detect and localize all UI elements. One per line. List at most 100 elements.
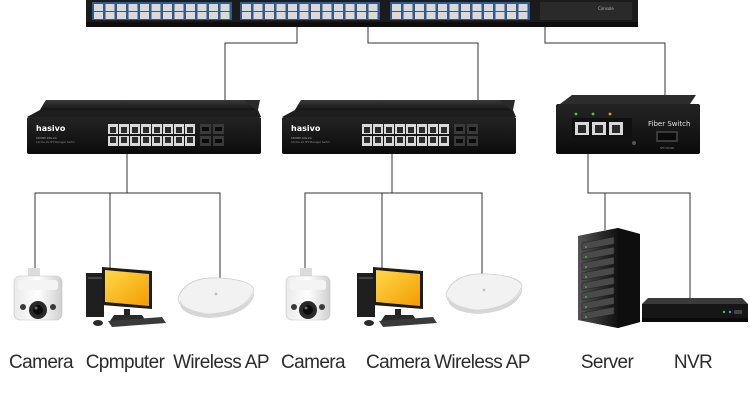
- rj45-port: [345, 4, 355, 11]
- switch-model: S3000P-16G-2G: [291, 136, 312, 140]
- rj45-port: [299, 4, 309, 11]
- rj45-port: [484, 4, 493, 11]
- rj45-port: [105, 12, 115, 19]
- device-label: NVR: [673, 352, 713, 373]
- rj45-port: [151, 12, 161, 19]
- rj45-port: [117, 4, 126, 11]
- rj45-port: [495, 12, 505, 19]
- core-port-bank-2: [240, 2, 380, 20]
- device-label: Camera: [281, 352, 346, 373]
- device-label: Wireless AP: [434, 352, 530, 373]
- rj45-port: [128, 12, 138, 19]
- switch-brand: hasivo: [36, 124, 66, 133]
- connection-lines: [34, 27, 691, 303]
- switch-subtitle: 16x1G+2G SFP Managed Switch: [291, 141, 330, 144]
- server-rack-icon: [578, 228, 640, 328]
- rj45-port: [311, 12, 320, 19]
- core-port-bank-1: [92, 2, 232, 20]
- rj45-port: [265, 4, 274, 11]
- rj45-port: [438, 12, 447, 19]
- rj45-port: [518, 12, 528, 19]
- access-switch-2: hasivo S3000P-16G-2G 16x1G+2G SFP Manage…: [282, 100, 516, 154]
- device-label: Camera: [366, 352, 431, 373]
- device-label: Cpmputer: [85, 352, 165, 373]
- rj45-port: [276, 4, 286, 11]
- rj45-port: [209, 12, 218, 19]
- rj45-port: [368, 12, 378, 19]
- rj45-port: [392, 12, 401, 19]
- rj45-port: [94, 12, 103, 19]
- rj45-port: [322, 4, 332, 11]
- rj45-port: [322, 12, 332, 19]
- rj45-port: [438, 4, 447, 11]
- rj45-port: [163, 12, 172, 19]
- fiber-media-converter: Fiber Switch SFP UPLINK: [556, 95, 700, 154]
- rj45-port: [368, 4, 378, 11]
- rj45-port: [345, 12, 355, 19]
- rj45-port: [507, 12, 516, 19]
- fanout-switch-2: [304, 153, 393, 270]
- rj45-port: [484, 12, 493, 19]
- nvr-icon: [642, 298, 748, 322]
- device-label: Wireless AP: [173, 352, 269, 373]
- rj45-port: [426, 12, 436, 19]
- rj45-port: [288, 12, 297, 19]
- rj45-port: [140, 4, 149, 11]
- device-label: Server: [580, 352, 634, 373]
- rj45-port: [392, 4, 401, 11]
- rj45-port: [242, 4, 251, 11]
- rj45-port: [186, 4, 195, 11]
- rj45-port: [403, 12, 413, 19]
- access-switch-1: hasivo S3000P-16G-2G 16x1G+2G SFP Manage…: [27, 100, 261, 154]
- rj45-port: [242, 12, 251, 19]
- rj45-port: [449, 4, 459, 11]
- rj45-port: [449, 12, 459, 19]
- rj45-port: [174, 4, 184, 11]
- rj45-port: [495, 4, 505, 11]
- rj45-port: [197, 12, 207, 19]
- rj45-port: [140, 12, 149, 19]
- rj45-port: [276, 12, 286, 19]
- fanout-switch-1: [34, 153, 128, 270]
- switch-model: S3000P-16G-2G: [36, 136, 57, 140]
- core-sfp-area: [540, 2, 632, 20]
- core-ports: [94, 4, 528, 19]
- rj45-port: [518, 4, 528, 11]
- wireless-ap-icon: [445, 273, 523, 314]
- rj45-port: [151, 4, 161, 11]
- fanout-fiber: [587, 153, 606, 230]
- rj45-port: [197, 4, 207, 11]
- device-label: Camera: [9, 352, 74, 373]
- rj45-port: [311, 4, 320, 11]
- drop-ap-1: [127, 192, 221, 278]
- rj45-port: [415, 12, 424, 19]
- rj45-port: [265, 12, 274, 19]
- rj45-port: [117, 12, 126, 19]
- bullet-camera-icon: [285, 268, 331, 321]
- rj45-port: [220, 4, 230, 11]
- rj45-port: [174, 12, 184, 19]
- rj45-port: [299, 12, 309, 19]
- rj45-port: [253, 12, 263, 19]
- rj45-port: [94, 4, 103, 11]
- core-switch: Console: [86, 0, 638, 27]
- drop-ap-2: [392, 192, 483, 278]
- rj45-port: [357, 12, 366, 19]
- fiber-switch-label: Fiber Switch: [648, 120, 690, 128]
- rj45-port: [253, 4, 263, 11]
- switch-port-panel: [362, 124, 478, 146]
- drop-nvr: [605, 192, 691, 303]
- rj45-port: [209, 4, 218, 11]
- server-drive-bays: [581, 236, 615, 321]
- switch-brand: hasivo: [291, 124, 321, 133]
- uplink-line-switch-1: [224, 27, 298, 100]
- rj45-port: [472, 4, 482, 11]
- rj45-port: [357, 4, 366, 11]
- desktop-computer-icon: [86, 267, 166, 327]
- rj45-port: [128, 4, 138, 11]
- rj45-port: [163, 4, 172, 11]
- switch-subtitle: 16x1G+2G SFP Managed Switch: [36, 141, 75, 144]
- core-console-caption: Console: [598, 6, 614, 11]
- rj45-port: [105, 4, 115, 11]
